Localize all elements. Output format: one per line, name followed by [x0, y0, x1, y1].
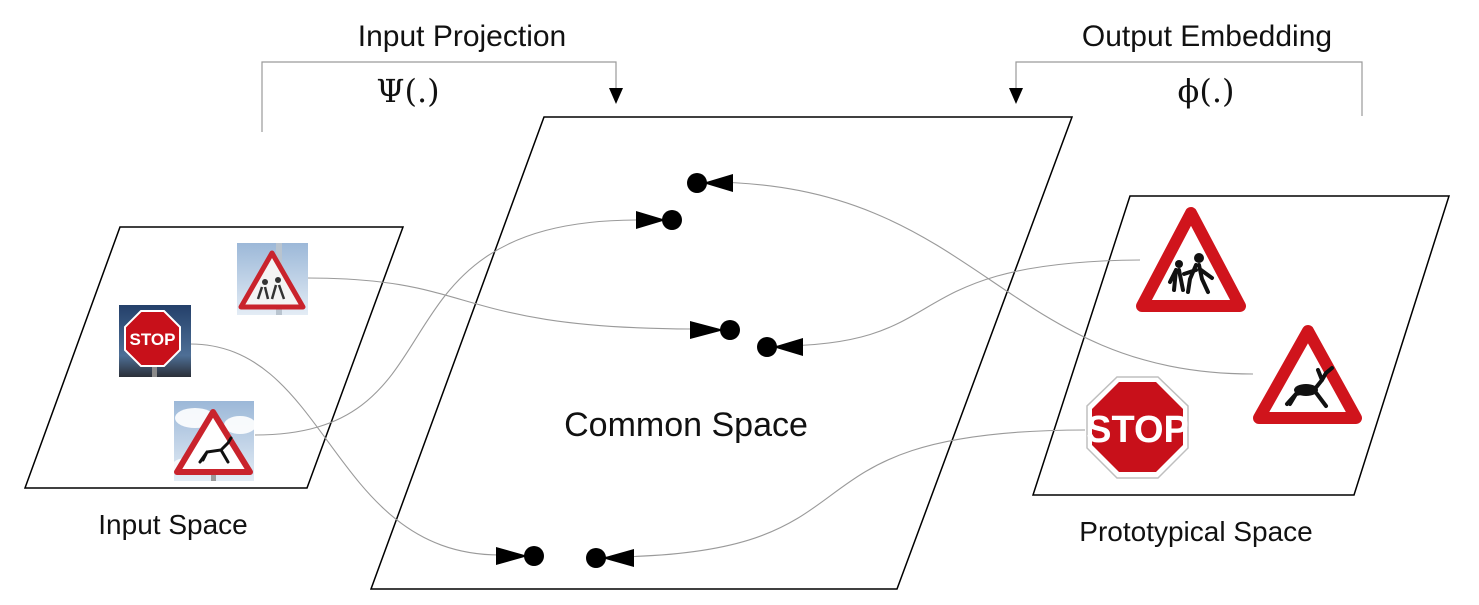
input-photo-school-crossing — [237, 243, 308, 315]
input-space-label: Input Space — [98, 509, 247, 540]
curve-stop-input-to-common — [189, 343, 501, 556]
marker-school-projection — [690, 320, 740, 340]
output-embedding-arrowhead — [1009, 88, 1023, 104]
curve-deer-proto-to-common — [705, 181, 1254, 375]
input-projection-function: Ψ(.) — [376, 72, 439, 110]
marker-stop-projection — [496, 546, 544, 566]
curve-school-input-to-common — [306, 277, 693, 330]
input-photo-deer-crossing — [172, 401, 256, 481]
marker-deer-projection — [636, 210, 682, 230]
curve-stop-proto-to-common — [601, 429, 1086, 558]
prototypical-space-label: Prototypical Space — [1079, 516, 1312, 547]
input-projection-label: Input Projection — [358, 20, 566, 53]
curve-school-proto-to-common — [775, 259, 1141, 347]
input-photo-stop-sign: STOP — [119, 305, 191, 377]
prototype-stop-text: STOP — [1086, 409, 1189, 451]
marker-stop-embedding — [586, 548, 634, 568]
output-embedding-function: ϕ(.) — [1178, 72, 1235, 110]
common-space-markers — [496, 173, 803, 568]
common-space-label: Common Space — [564, 406, 808, 444]
curve-deer-input-to-common — [254, 219, 639, 436]
marker-school-embedding — [757, 337, 803, 357]
marker-deer-embedding — [687, 173, 733, 193]
input-projection-arrowhead — [609, 88, 623, 104]
prototype-school-crossing-sign — [1136, 207, 1246, 312]
output-embedding-label: Output Embedding — [1082, 20, 1332, 53]
output-embedding-bracket — [1009, 61, 1363, 116]
prototypical-space-plane — [1031, 195, 1451, 496]
prototype-stop-sign: STOP — [1086, 376, 1189, 479]
input-projection-bracket — [261, 61, 623, 132]
input-stop-text: STOP — [130, 330, 176, 349]
connection-curves — [189, 181, 1254, 558]
input-space-plane — [23, 226, 405, 489]
common-space-plane — [369, 116, 1074, 590]
prototype-deer-crossing-sign — [1253, 325, 1362, 424]
